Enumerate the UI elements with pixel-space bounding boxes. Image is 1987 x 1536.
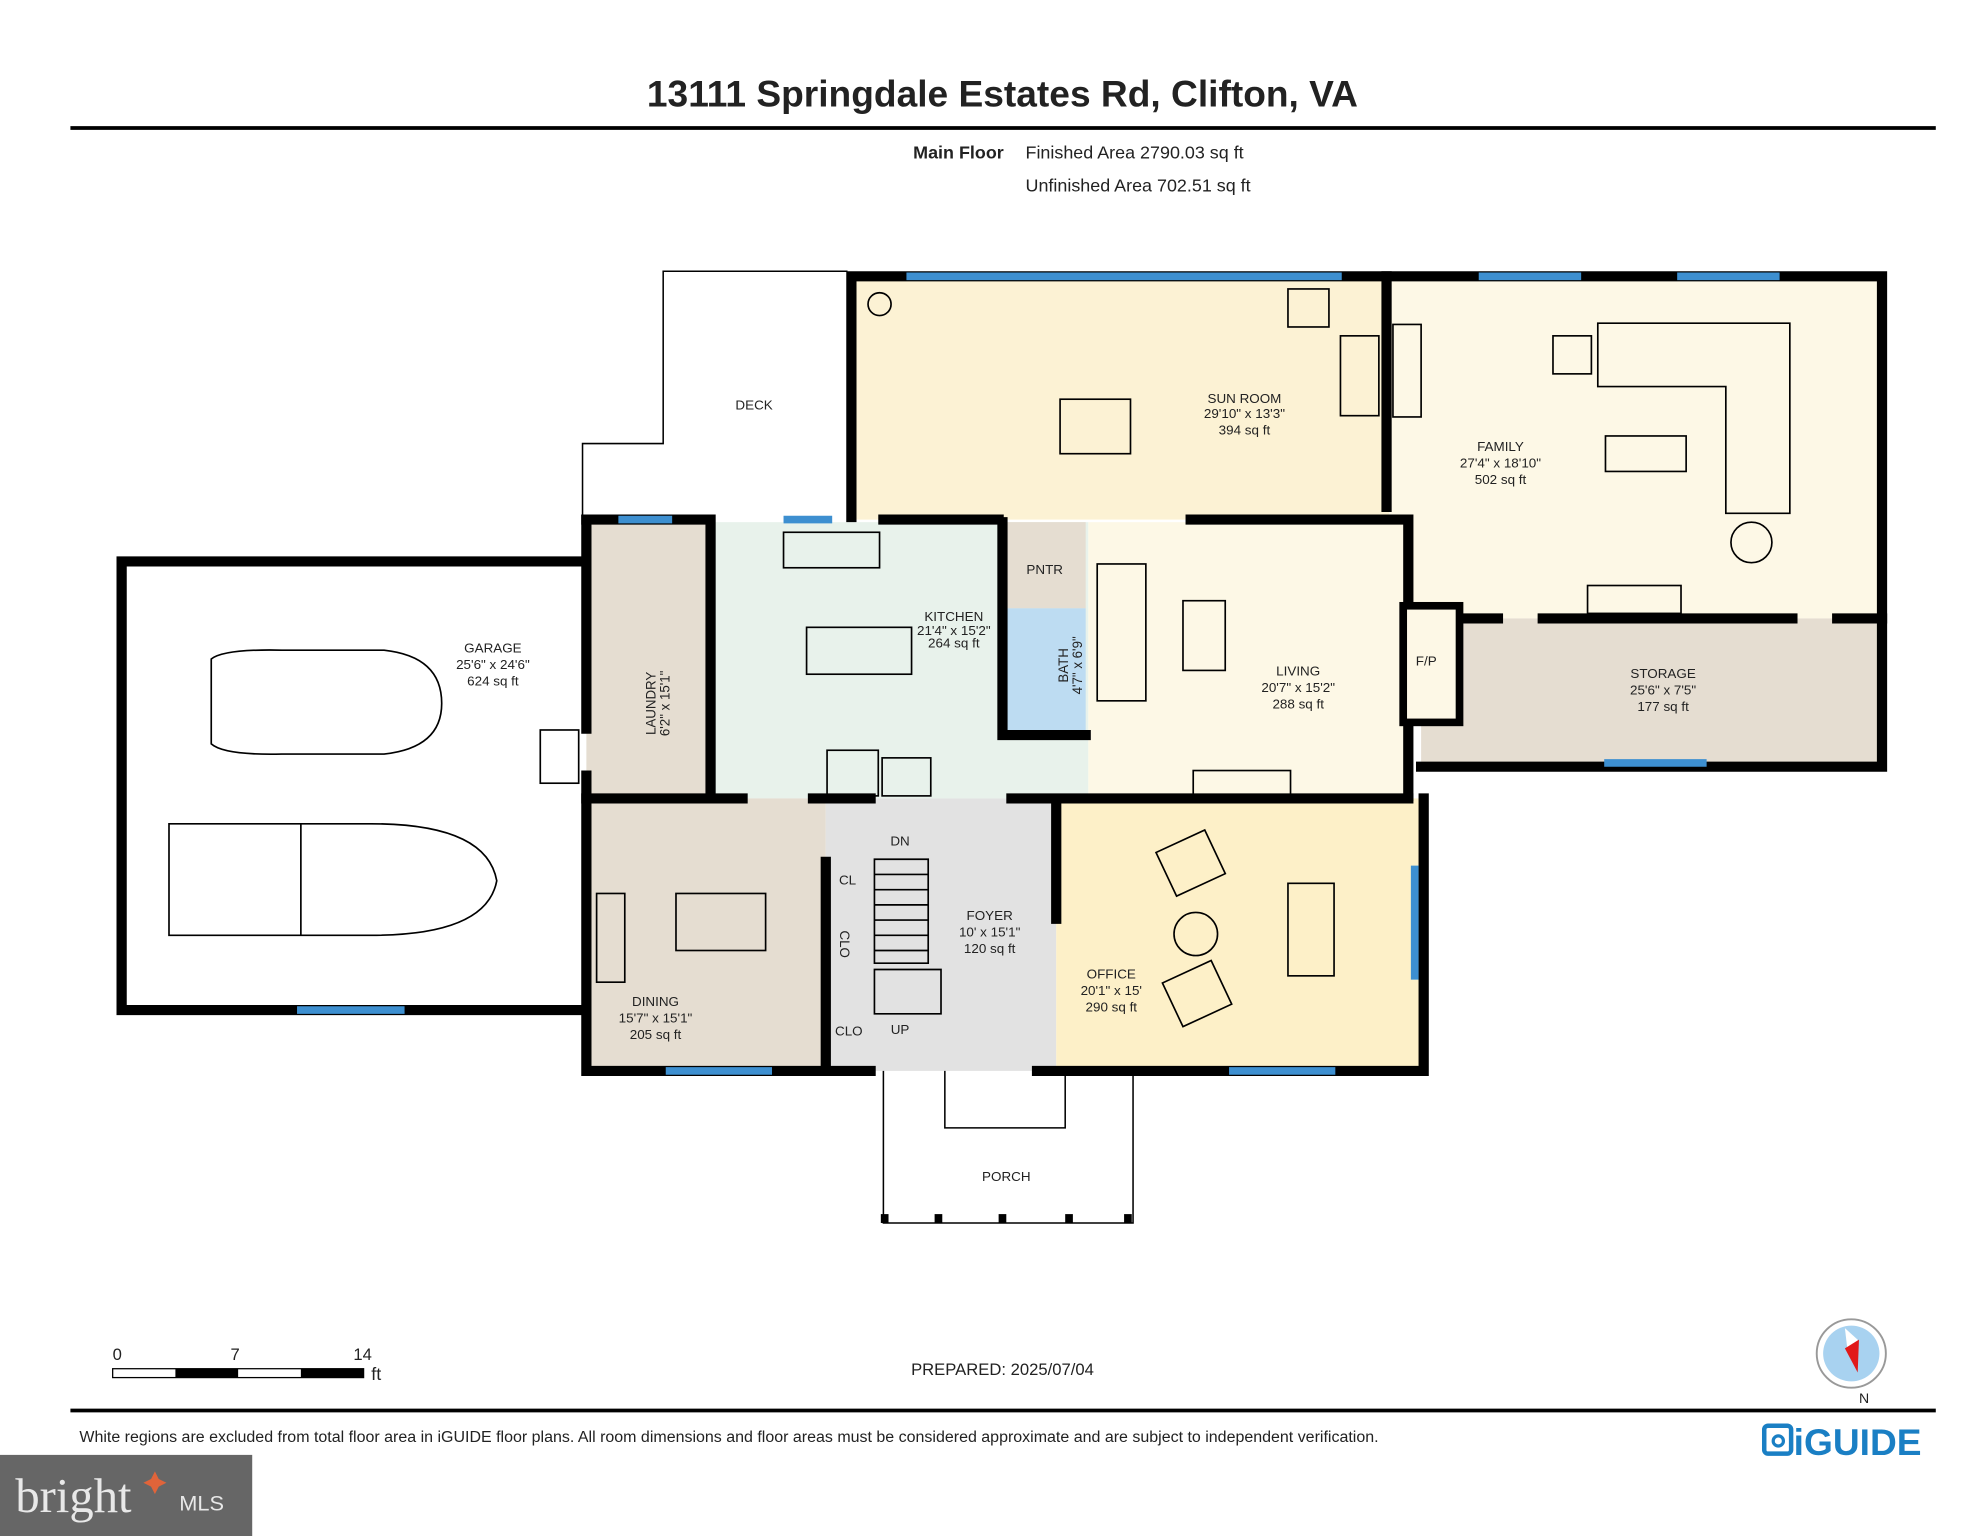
prepared-date: PREPARED: 2025/07/04: [911, 1360, 1094, 1379]
foyer-name: FOYER: [967, 908, 1014, 923]
unfinished-area: Unfinished Area 702.51 sq ft: [1026, 175, 1251, 195]
scale-tick-7: 7: [230, 1345, 239, 1364]
fireplace-label: F/P: [1416, 653, 1437, 668]
foyer-fill: [825, 798, 1057, 1071]
foyer-area: 120 sq ft: [964, 941, 1016, 956]
room-fills: [586, 276, 1883, 1071]
storage-fill: [1421, 618, 1883, 763]
dining-area: 205 sq ft: [630, 1027, 682, 1042]
deck-label: DECK: [735, 397, 772, 412]
porch-label: PORCH: [982, 1169, 1030, 1184]
windows: [297, 272, 1780, 1075]
sunroom-fill: [851, 276, 1390, 520]
closet-2-label: CLO: [837, 930, 852, 957]
family-area: 502 sq ft: [1475, 472, 1527, 487]
porch-outline: [882, 1070, 1134, 1224]
sunroom-area: 394 sq ft: [1219, 423, 1271, 438]
living-dims: 20'7" x 15'2": [1261, 680, 1335, 695]
bath-name: BATH: [1056, 648, 1071, 682]
laundry-dims: 6'2" x 15'1": [658, 670, 673, 736]
closet-1-label: CL: [839, 873, 856, 888]
foyer-dims: 10' x 15'1": [959, 925, 1021, 940]
office-name: OFFICE: [1087, 966, 1136, 981]
kitchen-dims: 21'4" x 15'2": [917, 623, 991, 638]
dining-dims: 15'7" x 15'1": [619, 1011, 693, 1026]
walls: [116, 271, 1888, 1076]
pantry-fill: [1002, 522, 1086, 609]
disclaimer: White regions are excluded from total fl…: [79, 1429, 1378, 1446]
bath-dims: 4'7" x 6'9": [1070, 636, 1085, 694]
kitchen-area: 264 sq ft: [928, 636, 980, 651]
office-dims: 20'1" x 15': [1081, 983, 1142, 998]
furniture: [168, 288, 1791, 1028]
dining-fill: [586, 798, 826, 1071]
laundry-name: LAUNDRY: [643, 672, 658, 735]
storage-dims: 25'6" x 7'5": [1630, 683, 1696, 698]
family-dims: 27'4" x 18'10": [1460, 456, 1541, 471]
family-name: FAMILY: [1477, 439, 1524, 454]
family-fill: [1389, 276, 1883, 619]
floor-label: Main Floor: [913, 142, 1004, 162]
living-fill: [1088, 522, 1409, 799]
garage-dims: 25'6" x 24'6": [456, 657, 530, 672]
dining-name: DINING: [632, 994, 679, 1009]
sunroom-dims: 29'10" x 13'3": [1204, 406, 1285, 421]
storage-name: STORAGE: [1630, 666, 1696, 681]
garage-name: GARAGE: [464, 641, 522, 656]
stairs-down-label: DN: [890, 833, 909, 848]
scale-unit: ft: [371, 1364, 381, 1384]
fireplace-box: [1399, 601, 1464, 727]
page-title: 13111 Springdale Estates Rd, Clifton, VA: [647, 74, 1358, 115]
sunroom-name: SUN ROOM: [1208, 391, 1282, 406]
svg-text:MLS: MLS: [179, 1491, 224, 1516]
stairs-up-label: UP: [891, 1022, 910, 1037]
finished-area: Finished Area 2790.03 sq ft: [1026, 142, 1244, 162]
storage-area: 177 sq ft: [1637, 699, 1689, 714]
garage-area: 624 sq ft: [467, 674, 519, 689]
deck-outline: [581, 270, 848, 520]
closet-3-label: CLO: [835, 1023, 863, 1038]
laundry-fill: [586, 522, 708, 799]
iguide-logo: iGUIDE: [1761, 1422, 1922, 1463]
office-fill: [1056, 798, 1422, 1071]
kitchen-name: KITCHEN: [924, 609, 983, 624]
bright-mls-logo: bright MLS: [0, 1454, 253, 1536]
pantry-label: PNTR: [1026, 562, 1063, 577]
porch-posts: [880, 1214, 1132, 1223]
scale-bar: 0 7 14 ft: [112, 1345, 381, 1384]
living-name: LIVING: [1276, 664, 1320, 679]
bath-fill: [1002, 608, 1086, 736]
office-area: 290 sq ft: [1086, 999, 1138, 1014]
svg-text:bright: bright: [15, 1470, 132, 1523]
living-area: 288 sq ft: [1272, 696, 1324, 711]
compass-icon: N: [1815, 1318, 1887, 1406]
room-labels: DECK SUN ROOM 29'10" x 13'3" 394 sq ft F…: [456, 391, 1696, 1184]
iguide-brand: iGUIDE: [1794, 1422, 1922, 1463]
car-pickup: [168, 822, 498, 937]
scale-tick-0: 0: [113, 1345, 122, 1364]
car-sedan: [210, 649, 443, 756]
compass-north-label: N: [1859, 1390, 1869, 1406]
scale-tick-14: 14: [353, 1345, 371, 1364]
